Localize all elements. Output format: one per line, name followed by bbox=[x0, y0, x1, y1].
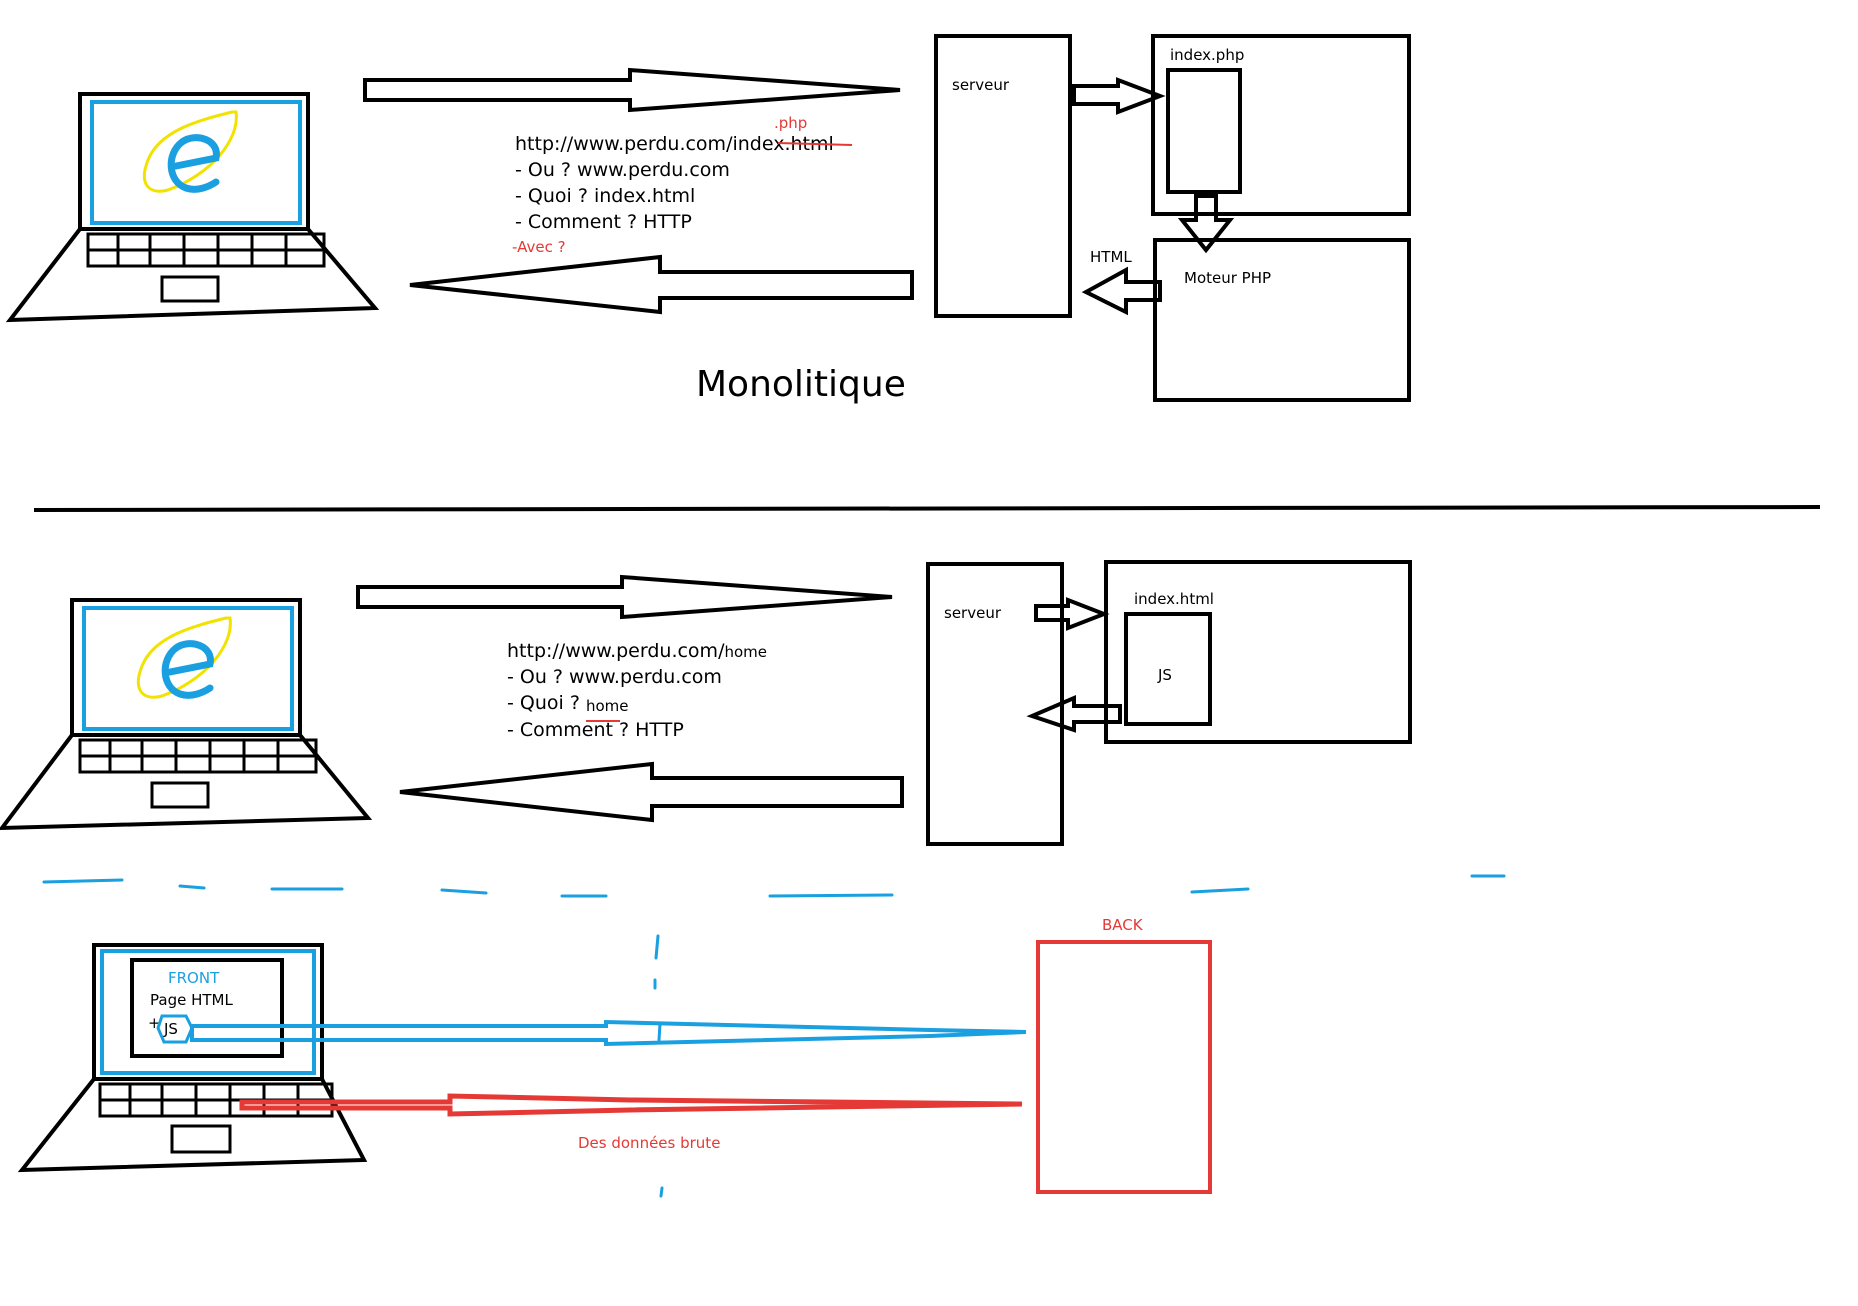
laptop-icon bbox=[0, 598, 373, 831]
js-box bbox=[1124, 612, 1212, 726]
internet-explorer-icon bbox=[142, 110, 238, 193]
file-label: index.html bbox=[1134, 590, 1214, 608]
request-arrow bbox=[356, 574, 893, 620]
request-where: - Ou ? www.perdu.com bbox=[515, 159, 730, 181]
request-arrow bbox=[363, 67, 901, 113]
strike-line bbox=[777, 142, 853, 146]
request-how: - Comment ? HTTP bbox=[515, 211, 692, 233]
html-label: HTML bbox=[1090, 248, 1132, 266]
request-what: - Quoi ? index.html bbox=[515, 185, 695, 207]
request-how: - Comment ? HTTP bbox=[507, 719, 684, 741]
raw-data-label: Des données brute bbox=[578, 1134, 720, 1152]
request-what-value: home bbox=[586, 697, 629, 715]
js-to-server-arrow bbox=[1026, 694, 1122, 733]
server-label: serveur bbox=[944, 604, 1002, 622]
server-to-file-arrow bbox=[1072, 77, 1166, 115]
engine-box bbox=[1153, 238, 1411, 402]
server-label: serveur bbox=[952, 76, 1010, 94]
file-to-engine-arrow bbox=[1177, 194, 1235, 254]
js-badge bbox=[156, 1014, 194, 1044]
engine-to-server-arrow bbox=[1081, 266, 1162, 316]
file-inner-box bbox=[1166, 68, 1242, 194]
file-box bbox=[1151, 34, 1411, 216]
js-label: JS bbox=[1157, 666, 1172, 684]
request-with: -Avec ? bbox=[512, 238, 566, 256]
back-front-link bbox=[239, 1093, 1023, 1117]
server-to-file-arrow bbox=[1034, 597, 1110, 631]
file-box bbox=[1104, 560, 1412, 744]
front-back-divider bbox=[653, 934, 664, 1198]
front-label: FRONT bbox=[168, 969, 220, 987]
file-label: index.php bbox=[1170, 46, 1244, 64]
url-path: home bbox=[724, 643, 767, 661]
request-where: - Ou ? www.perdu.com bbox=[507, 666, 722, 688]
request-url: http://www.perdu.com/home bbox=[507, 640, 767, 662]
js-badge-label: JS bbox=[163, 1020, 178, 1038]
dashed-separator bbox=[42, 874, 1506, 898]
back-label: BACK bbox=[1102, 916, 1144, 934]
response-arrow bbox=[399, 761, 904, 823]
architecture-title: Monolitique bbox=[696, 364, 906, 405]
url-correction: .php bbox=[774, 114, 807, 132]
laptop-icon bbox=[5, 92, 380, 323]
section-divider bbox=[33, 505, 1821, 512]
server-box bbox=[934, 34, 1072, 318]
request-what: - Quoi ? bbox=[507, 692, 580, 714]
engine-label: Moteur PHP bbox=[1184, 269, 1271, 287]
front-back-link bbox=[190, 1019, 1027, 1047]
back-box bbox=[1036, 940, 1212, 1194]
response-arrow bbox=[409, 254, 914, 315]
page-html-label: Page HTML bbox=[150, 991, 233, 1009]
front-page-box bbox=[130, 958, 284, 1058]
internet-explorer-icon bbox=[136, 616, 232, 699]
